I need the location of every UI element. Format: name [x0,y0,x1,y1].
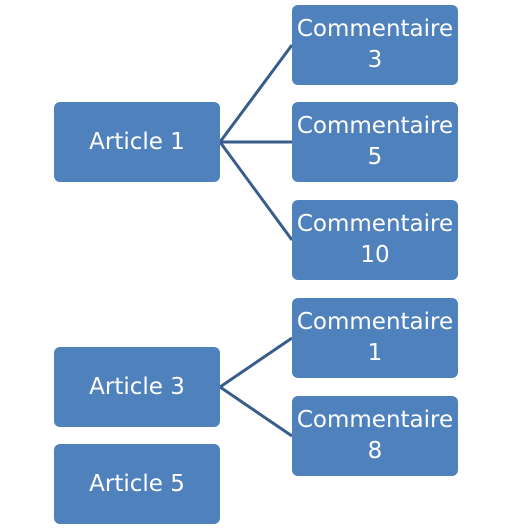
article-5-node: Article 5 [54,444,220,524]
comment-10-node: Commentaire 10 [292,200,458,280]
connector-article3-comment1 [219,336,293,389]
comment-1-label: Commentaire 1 [296,309,454,366]
article-1-node: Article 1 [54,102,220,182]
connector-article1-comment3 [218,44,294,143]
comment-8-label: Commentaire 8 [296,407,454,464]
comment-3-label: Commentaire 3 [296,16,454,73]
comment-1-node: Commentaire 1 [292,298,458,378]
article-1-label: Article 1 [89,128,185,155]
connector-article1-comment10 [218,141,294,241]
comment-5-node: Commentaire 5 [292,102,458,182]
article-3-label: Article 3 [89,373,185,400]
connector-article3-comment8 [219,385,293,438]
article-5-label: Article 5 [89,470,185,497]
article-3-node: Article 3 [54,347,220,427]
comment-10-label: Commentaire 10 [296,211,454,268]
comment-5-label: Commentaire 5 [296,113,454,170]
comment-8-node: Commentaire 8 [292,396,458,476]
comment-3-node: Commentaire 3 [292,5,458,85]
